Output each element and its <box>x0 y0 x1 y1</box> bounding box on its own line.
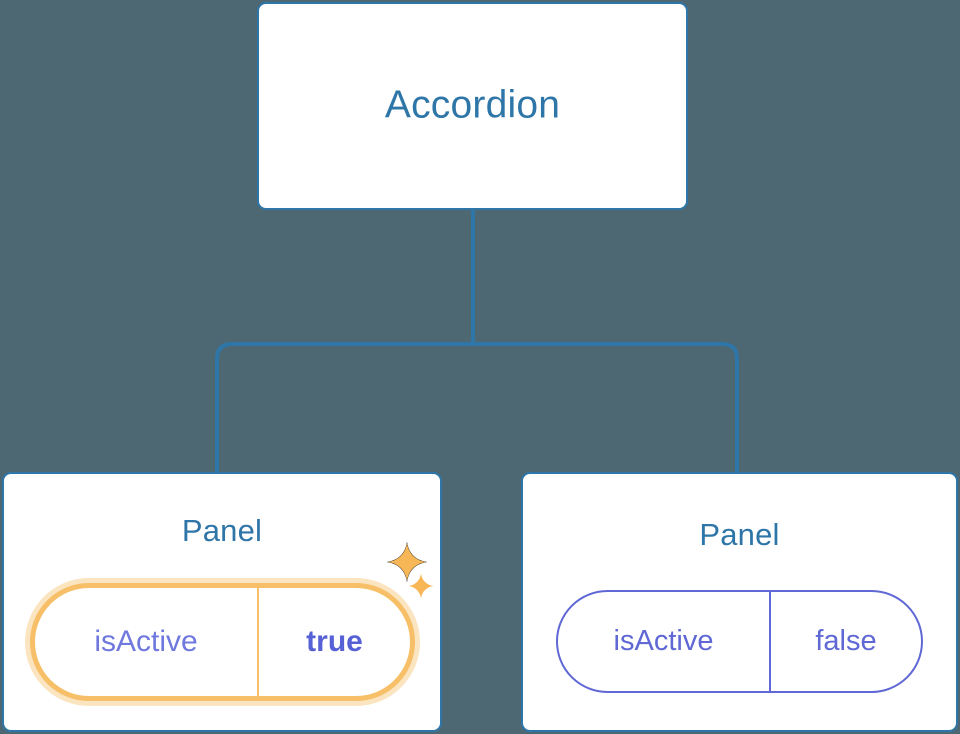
sparkle-icon <box>387 542 427 582</box>
prop-pill-isactive-false[interactable]: isActive false <box>556 590 923 693</box>
connector-branch-right <box>473 342 739 474</box>
prop-key-isactive: isActive <box>613 625 714 657</box>
node-title-panel-inactive: Panel <box>699 517 780 552</box>
prop-pill-isactive-true[interactable]: isActive true <box>30 583 415 701</box>
prop-pill-divider <box>257 588 259 696</box>
node-card-accordion[interactable]: Accordion <box>257 2 688 210</box>
prop-value-false: false <box>815 625 877 657</box>
prop-key-isactive: isActive <box>94 625 198 658</box>
sparkle-icon <box>408 573 434 599</box>
node-title-panel-active: Panel <box>181 513 263 548</box>
prop-pill-divider <box>769 592 771 691</box>
prop-value-true: true <box>306 625 363 658</box>
node-title-accordion: Accordion <box>384 83 561 127</box>
connector-branch-left <box>215 342 473 474</box>
